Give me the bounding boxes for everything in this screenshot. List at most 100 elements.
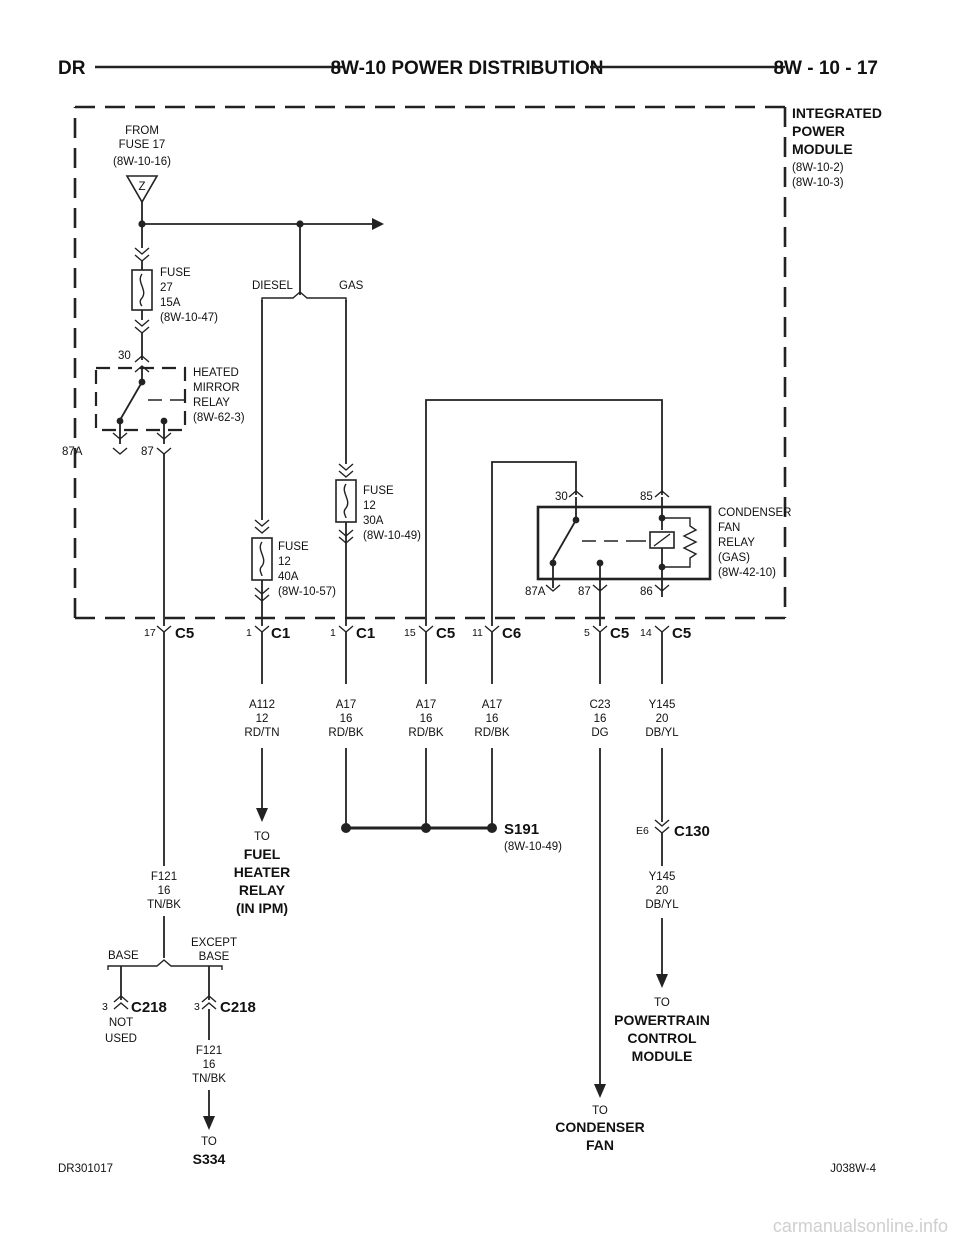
connector-name: C5	[672, 625, 691, 642]
wire-label-a112: A112 12 RD/TN	[244, 699, 279, 739]
destination-name: FUEL	[244, 846, 281, 862]
connector-c6-11: 11 C6	[472, 625, 521, 642]
fuse-element-icon	[139, 273, 145, 307]
connector-c218-not-used: 3 C218 NOT USED	[102, 995, 167, 1045]
header-page-number: 8W - 10 - 17	[773, 58, 878, 79]
fuse-12-30a-label: FUSE	[363, 485, 394, 497]
ipm-ref: (8W-10-2)	[792, 162, 844, 174]
connector-pin: 5	[584, 627, 590, 639]
connector-pin: 17	[144, 627, 156, 639]
connector-c5-14: 14 C5	[640, 625, 691, 642]
footer-left: DR301017	[58, 1163, 113, 1175]
connector-pin: 3	[102, 1001, 108, 1013]
mirror-relay-label: MIRROR	[193, 382, 240, 394]
fuse-12-40a-label: 40A	[278, 571, 299, 583]
ipm-label-line: INTEGRATED	[792, 105, 882, 121]
fuse-terminal	[134, 247, 150, 262]
option-base: BASE	[108, 950, 139, 962]
page-header: DR 8W-10 POWER DISTRIBUTION 8W - 10 - 17	[58, 58, 878, 79]
ipm-boundary	[73, 105, 787, 620]
fuse-27: FUSE 27 15A (8W-10-47)	[131, 247, 218, 334]
arrow-down-icon	[594, 1084, 606, 1098]
fuse-element-icon	[343, 483, 349, 519]
fuse-12-30a-label: (8W-10-49)	[363, 530, 421, 542]
destination-name: CONDENSER	[555, 1119, 644, 1135]
splice-dot	[421, 823, 431, 833]
connector-pin: 1	[246, 627, 252, 639]
fuse-terminal	[338, 463, 354, 478]
not-used-note: USED	[105, 1033, 137, 1045]
condenser-fan-relay: 30 85 87A 87 86 CONDENSER FAN RELAY (GAS…	[425, 399, 791, 626]
relay-pin-87a: 87A	[525, 586, 546, 598]
footer-right: J038W-4	[830, 1163, 876, 1175]
wire-color: RD/TN	[244, 727, 279, 739]
connector-c5-15: 15 C5	[404, 625, 455, 642]
relay-switch-arm	[119, 381, 143, 421]
wire-label-a17: A17 16 RD/BK	[474, 699, 509, 739]
relay-coil-icon	[653, 533, 671, 547]
relay-pin-87: 87	[141, 446, 154, 458]
wire-label-f121: F121 16 TN/BK	[147, 871, 181, 911]
wire-gauge: 20	[656, 885, 669, 897]
connector-pin: 11	[472, 627, 483, 639]
connector-c1-gas: 1 C1	[330, 625, 375, 642]
wire-gauge: 12	[256, 713, 269, 725]
wire-color: TN/BK	[147, 899, 181, 911]
fuse-terminal	[134, 319, 150, 334]
relay-pin-87: 87	[578, 586, 591, 598]
condenser-relay-label: (GAS)	[718, 552, 750, 564]
splice-dot	[341, 823, 351, 833]
wire-gauge: 20	[656, 713, 669, 725]
source-triangle-icon	[125, 175, 159, 204]
mirror-relay-label: RELAY	[193, 397, 230, 409]
wire-code: Y145	[649, 699, 676, 711]
wire-label-f121-lower: F121 16 TN/BK	[192, 1045, 226, 1085]
page-footer: DR301017 J038W-4	[58, 1163, 877, 1175]
connector-name: C218	[131, 999, 167, 1016]
relay-terminal	[568, 490, 670, 498]
option-except-base: BASE	[199, 951, 230, 963]
wire-gauge: 16	[340, 713, 353, 725]
relay-terminal	[112, 432, 172, 440]
option-except-base: EXCEPT	[191, 937, 237, 949]
mirror-relay-label: (8W-62-3)	[193, 412, 245, 424]
connector-terminal	[113, 995, 129, 1010]
splice-ref: (8W-10-49)	[504, 841, 562, 853]
connector-name: C1	[356, 625, 375, 642]
connector-name: C6	[502, 625, 521, 642]
destination-to: TO	[654, 997, 670, 1009]
header-title: 8W-10 POWER DISTRIBUTION	[330, 58, 603, 79]
wire-label-a17: A17 16 RD/BK	[328, 699, 363, 739]
fuse-27-label: 15A	[160, 297, 181, 309]
bus-continue-arrow-icon	[372, 218, 384, 230]
destination-to: TO	[254, 831, 270, 843]
wire-code: Y145	[649, 871, 676, 883]
ipm-label: INTEGRATED POWER MODULE (8W-10-2) (8W-10…	[792, 105, 882, 189]
splice-s191: S191 (8W-10-49)	[341, 821, 562, 853]
wire-gauge: 16	[594, 713, 607, 725]
option-gas: GAS	[339, 280, 364, 292]
wire-color: TN/BK	[192, 1073, 226, 1085]
connector-pin: 1	[330, 627, 336, 639]
wire-label-a17: A17 16 RD/BK	[408, 699, 443, 739]
connector-c5-5: 5 C5	[584, 625, 629, 642]
wire-color: DB/YL	[645, 727, 679, 739]
wire-code: A17	[482, 699, 502, 711]
ipm-ref: (8W-10-3)	[792, 177, 844, 189]
condenser-relay-label: CONDENSER	[718, 507, 791, 519]
connector-row: 17 C5 1 C1 1 C1 15 C5 11 C6 5 C5	[144, 625, 691, 642]
destination-name: MODULE	[632, 1048, 693, 1064]
connector-name: C5	[175, 625, 194, 642]
base-option-split: BASE EXCEPT BASE	[107, 937, 237, 970]
wire-relay-feed-85	[425, 399, 663, 626]
heated-mirror-relay: 30 87A 87 HEATED MIRROR RELAY (8W-62-3)	[62, 333, 245, 458]
ipm-label-line: POWER	[792, 123, 845, 139]
wire-gauge: 16	[486, 713, 499, 725]
wire-gauge: 16	[158, 885, 171, 897]
connector-c5-17: 17 C5	[144, 625, 194, 642]
connector-name: C5	[436, 625, 455, 642]
connector-pin: 3	[194, 1001, 200, 1013]
destination-name: POWERTRAIN	[614, 1012, 710, 1028]
destination-name: S334	[193, 1151, 226, 1167]
destination-condenser-fan: TO CONDENSER FAN	[555, 1105, 644, 1153]
